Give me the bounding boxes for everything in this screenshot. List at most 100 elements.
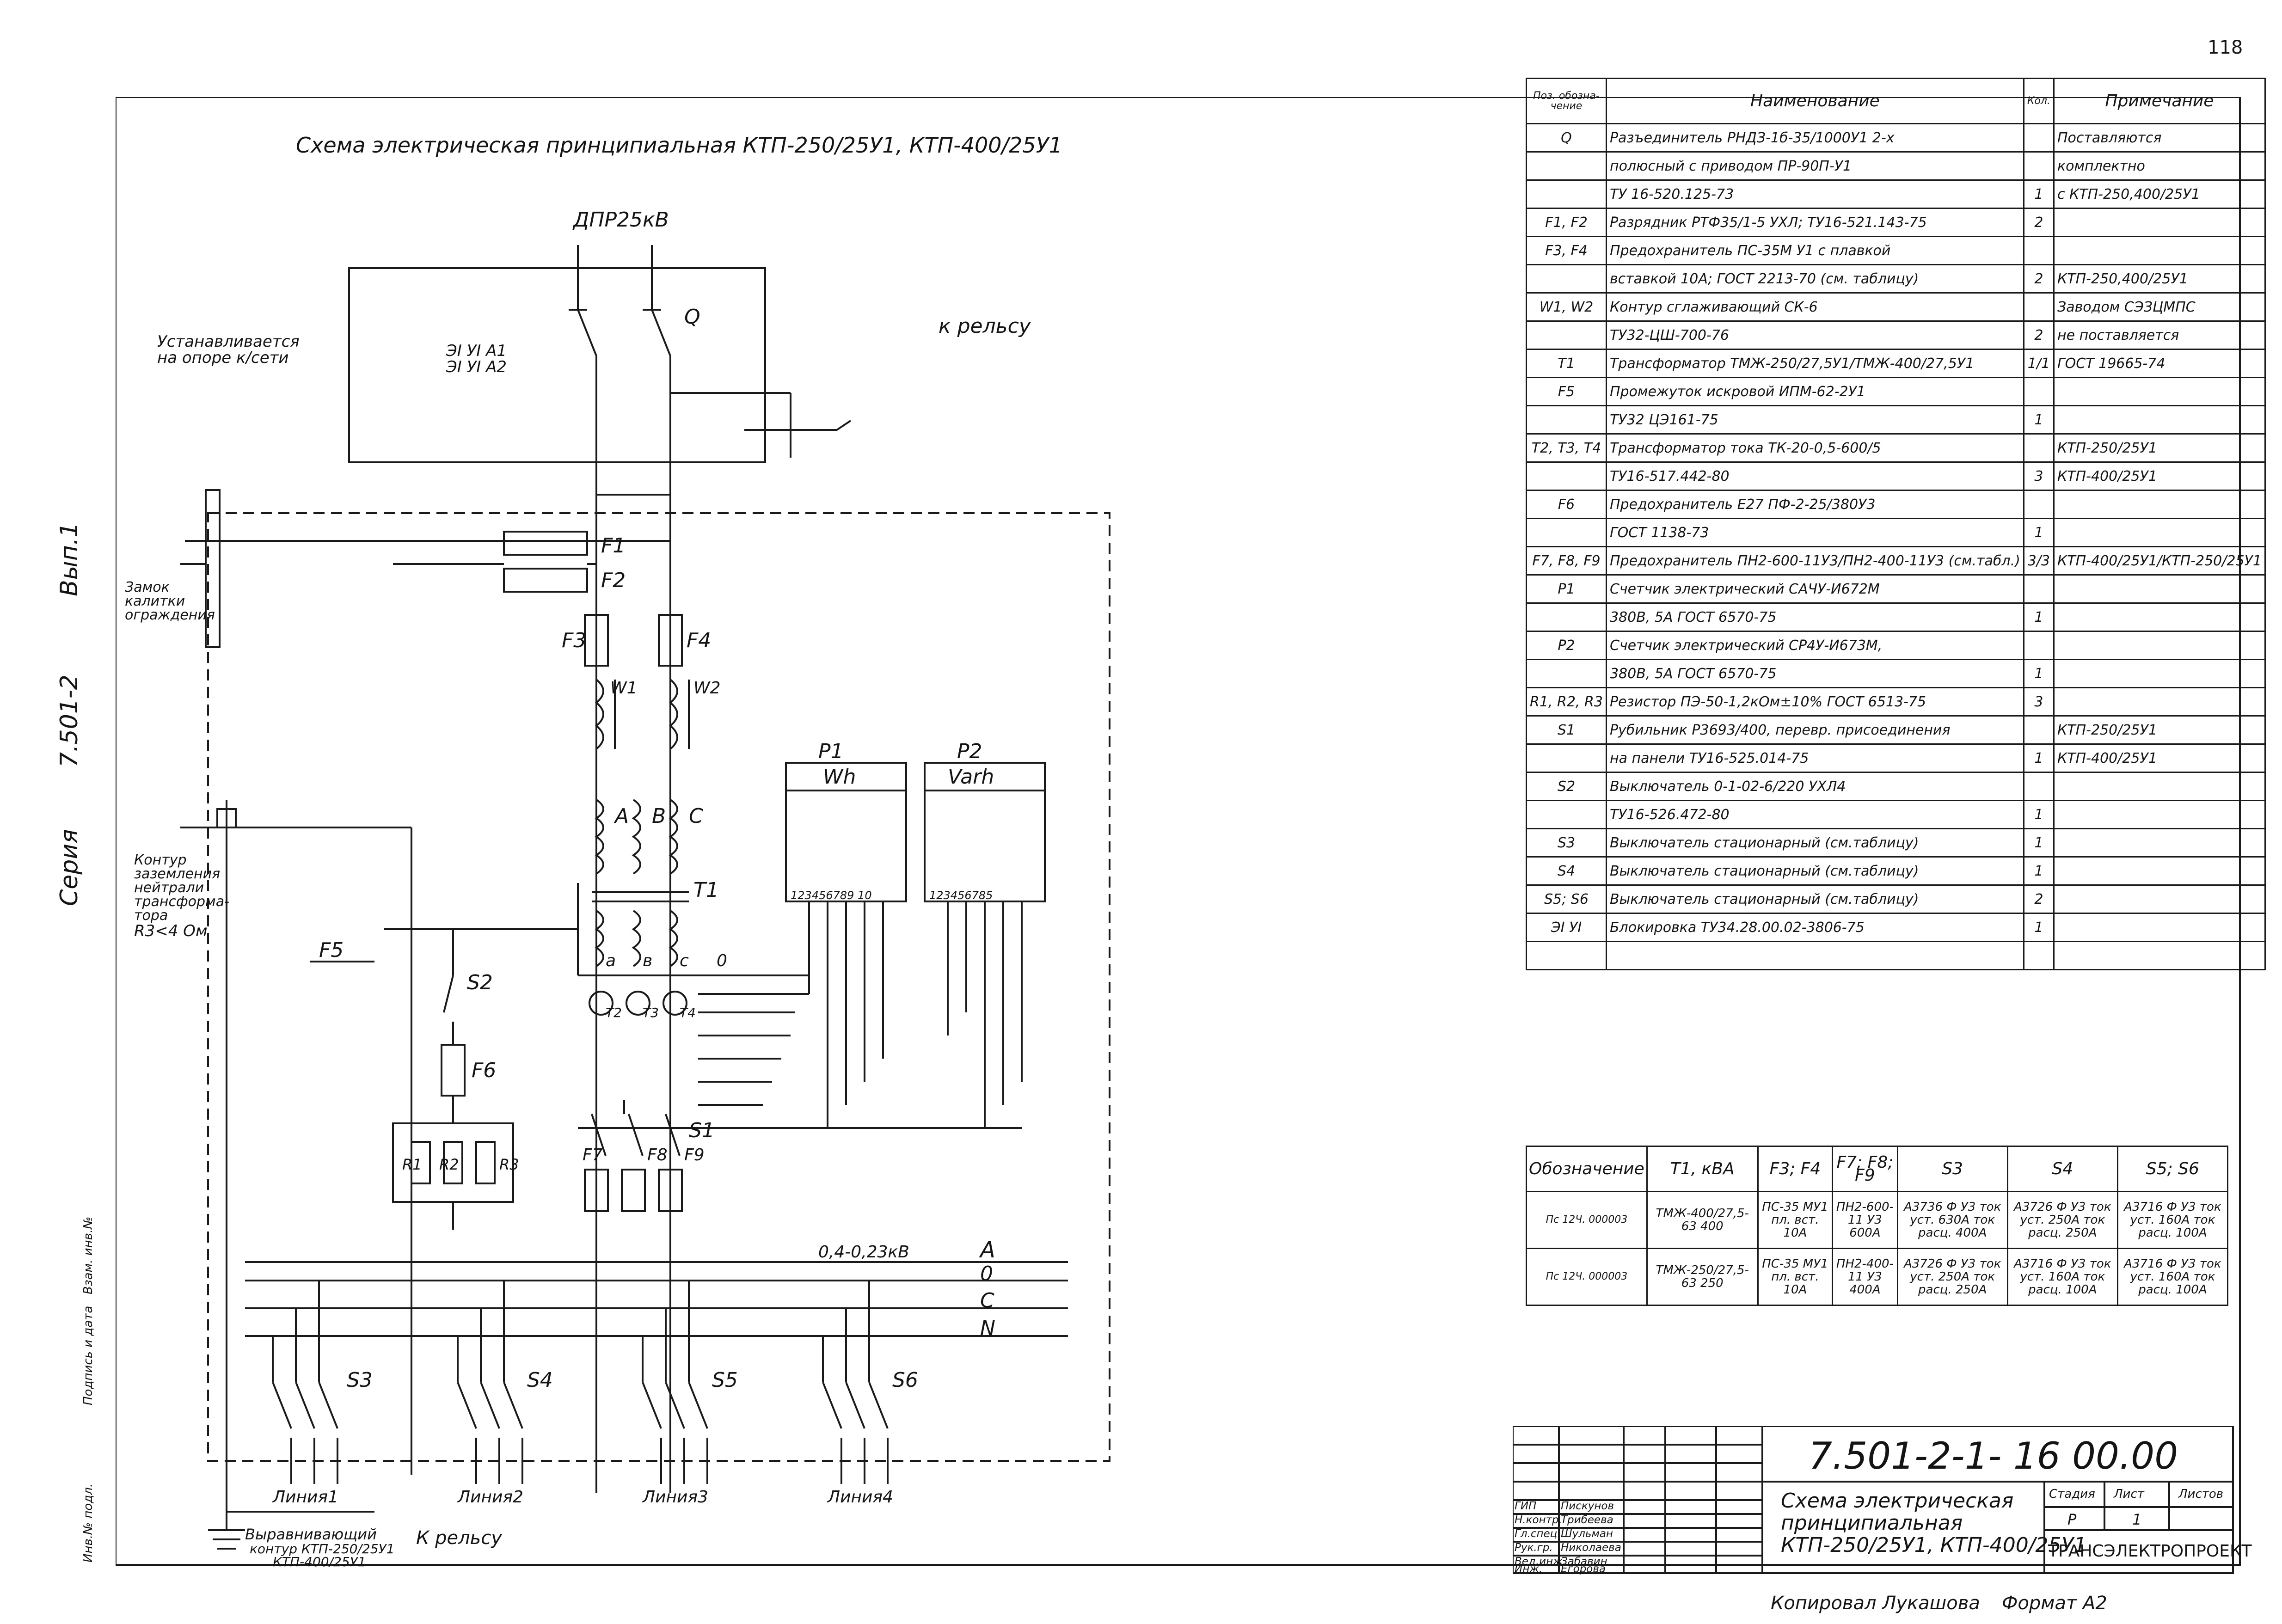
staff-role: Н.контр. xyxy=(1515,1514,1562,1526)
spec-row xyxy=(1526,941,2266,970)
label-line1: Линия1 xyxy=(272,1488,338,1507)
label-install-1: Устанавливается xyxy=(157,332,300,351)
spec-note xyxy=(2053,687,2266,717)
spec-qty: 1 xyxy=(2023,743,2055,773)
spec-name: ТУ16-517.442-80 xyxy=(1605,461,2024,491)
label-interlock-1: ЭI УI А1 xyxy=(446,342,507,360)
label-p2: P2 xyxy=(957,740,982,763)
spec-qty: 2 xyxy=(2023,320,2055,350)
spec-header-name: Наименование xyxy=(1605,78,2024,124)
spec-qty: 1 xyxy=(2023,828,2055,858)
spec-note xyxy=(2053,941,2266,970)
feeder-s3 xyxy=(272,1281,338,1484)
spec-note xyxy=(2053,208,2266,237)
doc-number: 7.501-2-1- 16 00.00 xyxy=(1809,1434,2178,1477)
label-f7: F7 xyxy=(583,1146,603,1164)
spec-pos xyxy=(1526,405,1607,435)
label-ground-2: заземления xyxy=(134,866,220,882)
params-cell: ТМЖ-250/27,5-63 250 xyxy=(1646,1248,1759,1306)
spec-pos: S3 xyxy=(1526,828,1607,858)
spec-name: Трансформатор ТМЖ-250/27,5У1/ТМЖ-400/27,… xyxy=(1605,349,2024,378)
spec-name: 380В, 5А ГОСТ 6570-75 xyxy=(1605,602,2024,632)
spec-pos xyxy=(1526,800,1607,829)
format: Формат А2 xyxy=(2002,1593,2107,1614)
label-interlock-2: ЭI УI А2 xyxy=(446,358,507,376)
spec-row: вставкой 10А; ГОСТ 2213-70 (см. таблицу)… xyxy=(1526,264,2266,294)
spec-qty: 2 xyxy=(2023,264,2055,294)
staff-role: Вед.инж. xyxy=(1515,1556,1566,1568)
label-f3: F3 xyxy=(562,629,586,652)
params-cell: ПС-35 МУ1 пл. вст. 10А xyxy=(1757,1191,1834,1249)
label-ground-3: нейтрали xyxy=(134,880,204,896)
doc-title-1: Схема электрическая xyxy=(1781,1489,2014,1513)
staff-person: Шульман xyxy=(1561,1528,1613,1540)
stage-value: Р xyxy=(2067,1511,2077,1528)
title-block-grid xyxy=(1513,1426,2234,1574)
sheet-header: Лист xyxy=(2114,1487,2144,1501)
spec-pos: S2 xyxy=(1526,772,1607,801)
margin-inv: Инв.№ подл. xyxy=(81,1483,95,1563)
spec-pos: R1, R2, R3 xyxy=(1526,687,1607,717)
sheets-header: Листов xyxy=(2178,1487,2224,1501)
spec-note xyxy=(2053,602,2266,632)
params-header-cell: F7; F8; F9 xyxy=(1832,1146,1898,1192)
spec-pos: S4 xyxy=(1526,856,1607,886)
label-f8: F8 xyxy=(647,1146,668,1164)
label-f5: F5 xyxy=(319,938,344,962)
spec-pos: ЭI УI xyxy=(1526,913,1607,942)
label-p1-terms: 123456789 10 xyxy=(791,889,872,902)
spec-name: Счетчик электрический САЧУ-И672М xyxy=(1605,574,2024,604)
spec-header-pos: Поз. обозна- чение xyxy=(1526,78,1607,124)
label-p1-unit: Wh xyxy=(823,765,856,789)
spec-note: не поставляется xyxy=(2053,320,2266,350)
label-rail-bottom: К рельсу xyxy=(416,1527,503,1549)
spec-qty: 1 xyxy=(2023,405,2055,435)
label-s5: S5 xyxy=(712,1368,738,1392)
spec-qty xyxy=(2023,631,2055,660)
spec-name: Выключатель стационарный (см.таблицу) xyxy=(1605,884,2024,914)
label-p2-unit: Varh xyxy=(948,765,994,789)
spec-qty xyxy=(2023,123,2055,153)
spec-name: ТУ 16-520.125-73 xyxy=(1605,179,2024,209)
spec-note xyxy=(2053,405,2266,435)
spec-pos xyxy=(1526,941,1607,970)
spec-qty: 1 xyxy=(2023,856,2055,886)
staff-role: Инж. xyxy=(1515,1563,1543,1575)
label-line3: Линия3 xyxy=(642,1488,708,1507)
label-q: Q xyxy=(684,305,700,329)
spec-qty: 1 xyxy=(2023,800,2055,829)
params-cell: ПС-35 МУ1 пл. вст. 10А xyxy=(1757,1248,1834,1306)
spec-qty: 3 xyxy=(2023,461,2055,491)
spec-name xyxy=(1605,941,2024,970)
spec-qty xyxy=(2023,941,2055,970)
spec-pos xyxy=(1526,602,1607,632)
spec-qty xyxy=(2023,433,2055,463)
params-cell: А3716 Ф У3 ток уст. 160А ток расц. 100А xyxy=(2006,1248,2118,1306)
label-ground-5: тора xyxy=(134,907,168,924)
spec-pos: F7, F8, F9 xyxy=(1526,546,1607,576)
spec-name: полюсный с приводом ПР-90П-У1 xyxy=(1605,151,2024,181)
doc-title-2: принципиальная xyxy=(1781,1511,1963,1535)
label-bus-voltage: 0,4-0,23кВ xyxy=(818,1243,909,1262)
label-w2: W2 xyxy=(693,679,721,698)
staff-row: Вед.инж.Забавин xyxy=(1513,1556,1762,1569)
label-lock-1: Замок xyxy=(125,579,170,595)
staff-person: Егорова xyxy=(1561,1563,1606,1575)
spec-qty: 1/1 xyxy=(2023,349,2055,378)
spec-pos: F6 xyxy=(1526,490,1607,519)
spec-qty xyxy=(2023,151,2055,181)
feeder-s6 xyxy=(822,1281,889,1484)
spec-note: ГОСТ 19665-74 xyxy=(2053,349,2266,378)
spec-name: вставкой 10А; ГОСТ 2213-70 (см. таблицу) xyxy=(1605,264,2024,294)
params-cell: ТМЖ-400/27,5-63 400 xyxy=(1646,1191,1759,1249)
